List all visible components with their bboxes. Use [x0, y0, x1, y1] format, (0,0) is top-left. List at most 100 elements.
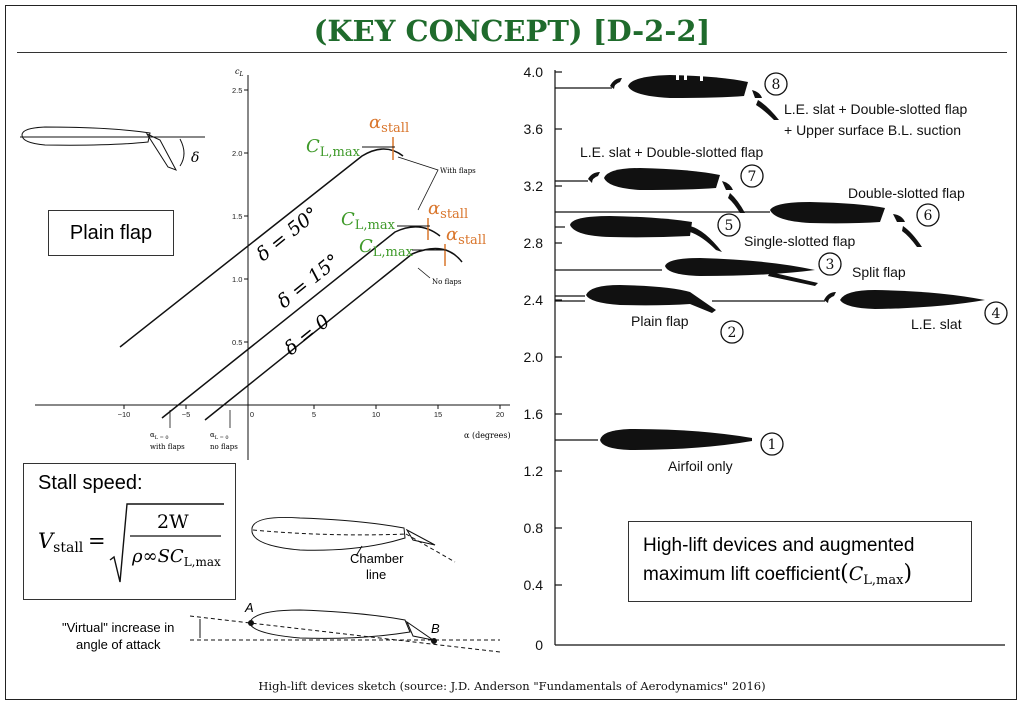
svg-text:Single-slotted flap: Single-slotted flap	[744, 233, 856, 249]
alpha-l0-with-label: αL = 0	[150, 431, 169, 441]
svg-text:0.5: 0.5	[232, 338, 242, 347]
alpha-l0-no-note: no flaps	[210, 443, 238, 451]
svg-text:Airfoil only: Airfoil only	[668, 458, 733, 474]
x-axis-label: α (degrees)	[464, 431, 511, 440]
curve-delta-50	[119, 148, 404, 348]
alpha-l0-no-label: αL = 0	[210, 431, 229, 441]
svg-text:+ Upper surface B.L. suction: + Upper surface B.L. suction	[784, 122, 961, 138]
svg-text:L.E. slat: L.E. slat	[911, 316, 962, 332]
svg-text:5: 5	[312, 410, 316, 419]
svg-text:0.8: 0.8	[524, 520, 544, 536]
svg-text:2: 2	[728, 325, 737, 341]
curve-delta-0	[204, 247, 463, 421]
page-title: (KEY CONCEPT) [D-2-2]	[313, 14, 711, 48]
highlift-line-2-wrap: maximum lift coefficient(CL,max)	[643, 561, 913, 588]
chamber-label-2: line	[366, 567, 386, 582]
svg-text:2.0: 2.0	[232, 149, 242, 158]
virtual-label-2: angle of attack	[76, 637, 161, 652]
airfoil-6	[770, 202, 885, 224]
devices-axes	[554, 70, 1005, 646]
svg-text:2.5: 2.5	[232, 86, 242, 95]
x-tick-marks	[123, 405, 501, 409]
svg-text:1.5: 1.5	[232, 212, 242, 221]
svg-text:−5: −5	[182, 410, 191, 419]
devices-y-labels: 4.0 3.6 3.2 2.8 2.4 2.0 1.6 1.2 0.8 0.4 …	[524, 64, 544, 653]
title-rule	[17, 52, 1007, 53]
no-flaps-leader	[417, 267, 431, 279]
alpha-stall-label-50: αstall	[369, 112, 409, 136]
airfoil-2	[586, 285, 716, 313]
page-frame	[5, 5, 1017, 700]
svg-text:1.6: 1.6	[524, 406, 544, 422]
svg-text:6: 6	[924, 208, 933, 224]
svg-text:Double-slotted flap: Double-slotted flap	[848, 185, 965, 201]
svg-text:3: 3	[826, 257, 835, 273]
lift-curve-plot	[35, 75, 510, 460]
plain-flap-label: Plain flap	[69, 221, 153, 244]
svg-text:3.2: 3.2	[524, 178, 544, 194]
alpha-stall-label-15: αstall	[428, 198, 468, 222]
stall-speed-box: Stall speed: Vstall = 2W ρ∞SCL,max	[23, 463, 236, 600]
with-flaps-leader	[397, 156, 439, 211]
device-number-labels: 1 2 3 4 5 6 7 8	[725, 77, 1001, 453]
airfoil-3	[665, 258, 815, 276]
x-tick-labels: −10 −5 0 5 10 15 20	[118, 410, 505, 419]
svg-text:L.E. slat + Double-slotted fla: L.E. slat + Double-slotted flap	[784, 101, 967, 117]
stall-speed-label: Stall speed:	[38, 472, 143, 494]
highlift-symbol: C	[848, 563, 864, 585]
plain-flap-delta: δ	[191, 150, 199, 166]
formula-lhs: Vstall	[38, 529, 84, 556]
formula-denominator: ρ∞SCL,max	[131, 546, 221, 569]
clmax-label-15: CL,max	[341, 209, 396, 233]
y-axis-label: cL	[235, 67, 243, 78]
source-caption: High-lift devices sketch (source: J.D. A…	[258, 679, 766, 693]
y-tick-marks	[244, 89, 248, 343]
airfoil-5	[570, 216, 692, 238]
svg-text:−10: −10	[118, 410, 131, 419]
airfoil-1	[600, 429, 752, 450]
svg-text:4.0: 4.0	[524, 64, 544, 80]
highlift-symbol-sub: L,max	[863, 573, 904, 588]
svg-text:3.6: 3.6	[524, 121, 544, 137]
svg-text:0.4: 0.4	[524, 577, 544, 593]
airfoil-8	[628, 75, 748, 98]
svg-text:2.8: 2.8	[524, 235, 544, 251]
chamber-label-1: Chamber	[350, 551, 404, 566]
curve-delta-15	[161, 226, 441, 419]
svg-text:8: 8	[772, 77, 781, 93]
svg-text:Split flap: Split flap	[852, 264, 906, 280]
svg-text:4: 4	[992, 306, 1001, 322]
y-tick-labels: 0.5 1.0 1.5 2.0 2.5	[232, 86, 242, 347]
svg-text:1.2: 1.2	[524, 463, 544, 479]
no-flaps-label: No flaps	[432, 278, 462, 286]
clmax-label-50: CL,max	[306, 136, 361, 160]
svg-text:0: 0	[535, 637, 543, 653]
chamber-sketch	[251, 517, 456, 563]
svg-text:Plain flap: Plain flap	[631, 313, 689, 329]
svg-text:10: 10	[372, 410, 380, 419]
device-labels: Airfoil only Plain flap Split flap L.E. …	[580, 101, 967, 474]
device-number-circles	[717, 72, 1008, 456]
formula-equals: =	[88, 529, 106, 553]
svg-text:15: 15	[434, 410, 442, 419]
svg-text:0: 0	[250, 410, 254, 419]
formula-radical	[109, 503, 224, 583]
clmax-label-0: CL,max	[359, 236, 414, 260]
svg-text:2.0: 2.0	[524, 349, 544, 365]
point-b-marker	[431, 638, 437, 644]
svg-text:5: 5	[725, 218, 734, 234]
alpha-l0-with-note: with flaps	[150, 443, 185, 451]
plain-flap-sketch	[20, 126, 205, 171]
svg-text:1: 1	[768, 437, 777, 453]
device-airfoils	[570, 75, 985, 450]
stall-formula: Vstall = 2W ρ∞SCL,max	[38, 503, 224, 583]
alpha-stall-label-0: αstall	[446, 224, 486, 248]
svg-text:1.0: 1.0	[232, 275, 242, 284]
highlift-line-2: maximum lift coefficient	[643, 564, 841, 585]
svg-text:L.E. slat + Double-slotted fla: L.E. slat + Double-slotted flap	[580, 144, 763, 160]
device-level-lines	[555, 87, 825, 441]
point-a-label: A	[244, 600, 254, 615]
svg-text:2.4: 2.4	[524, 292, 544, 308]
airfoil-7	[604, 168, 720, 190]
